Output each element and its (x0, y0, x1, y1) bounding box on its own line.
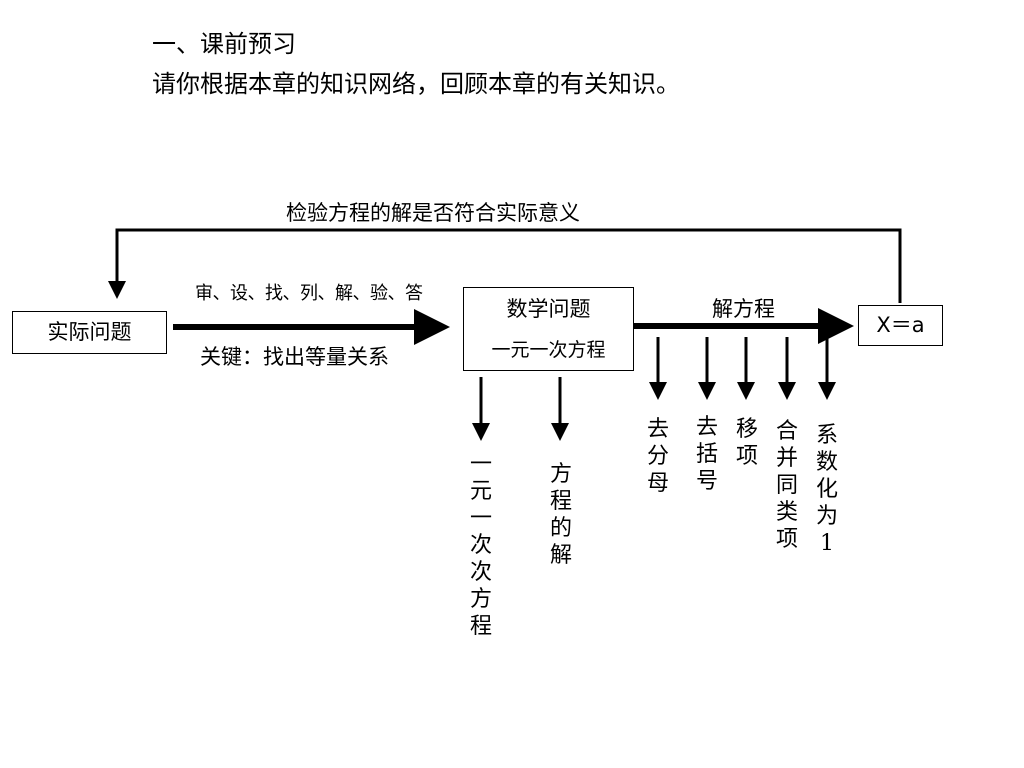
step-denominator-label: 去分母 (646, 417, 669, 496)
section-heading: 一、课前预习 (152, 30, 296, 58)
real-problem-label: 实际问题 (47, 320, 132, 344)
step-combine-label: 合并同类项 (775, 419, 798, 552)
solve-label: 解方程 (712, 297, 775, 321)
instruction-text: 请你根据本章的知识网络，回顾本章的有关知识。 (152, 70, 680, 98)
feedback-label: 检验方程的解是否符合实际意义 (286, 201, 580, 225)
concept-solution-label: 方程的解 (549, 462, 572, 568)
math-problem-box: 数学问题 一元一次方程 (463, 287, 634, 371)
concept-linear-equation-label: 一元一次次方程 (469, 452, 492, 639)
real-problem-box: 实际问题 (12, 311, 167, 354)
step-transpose-label: 移项 (735, 417, 758, 469)
feedback-arrow (108, 228, 902, 303)
step-coefficient-label: 系数化为1 (815, 423, 838, 556)
step-brackets-label: 去括号 (695, 415, 718, 494)
key-label: 关键：找出等量关系 (200, 345, 389, 369)
steps-label: 审、设、找、列、解、验、答 (195, 283, 423, 304)
linear-equation-label: 一元一次方程 (491, 339, 606, 361)
result-box: X＝a (858, 305, 943, 346)
result-label: X＝a (876, 313, 925, 337)
math-problem-label: 数学问题 (506, 297, 591, 321)
